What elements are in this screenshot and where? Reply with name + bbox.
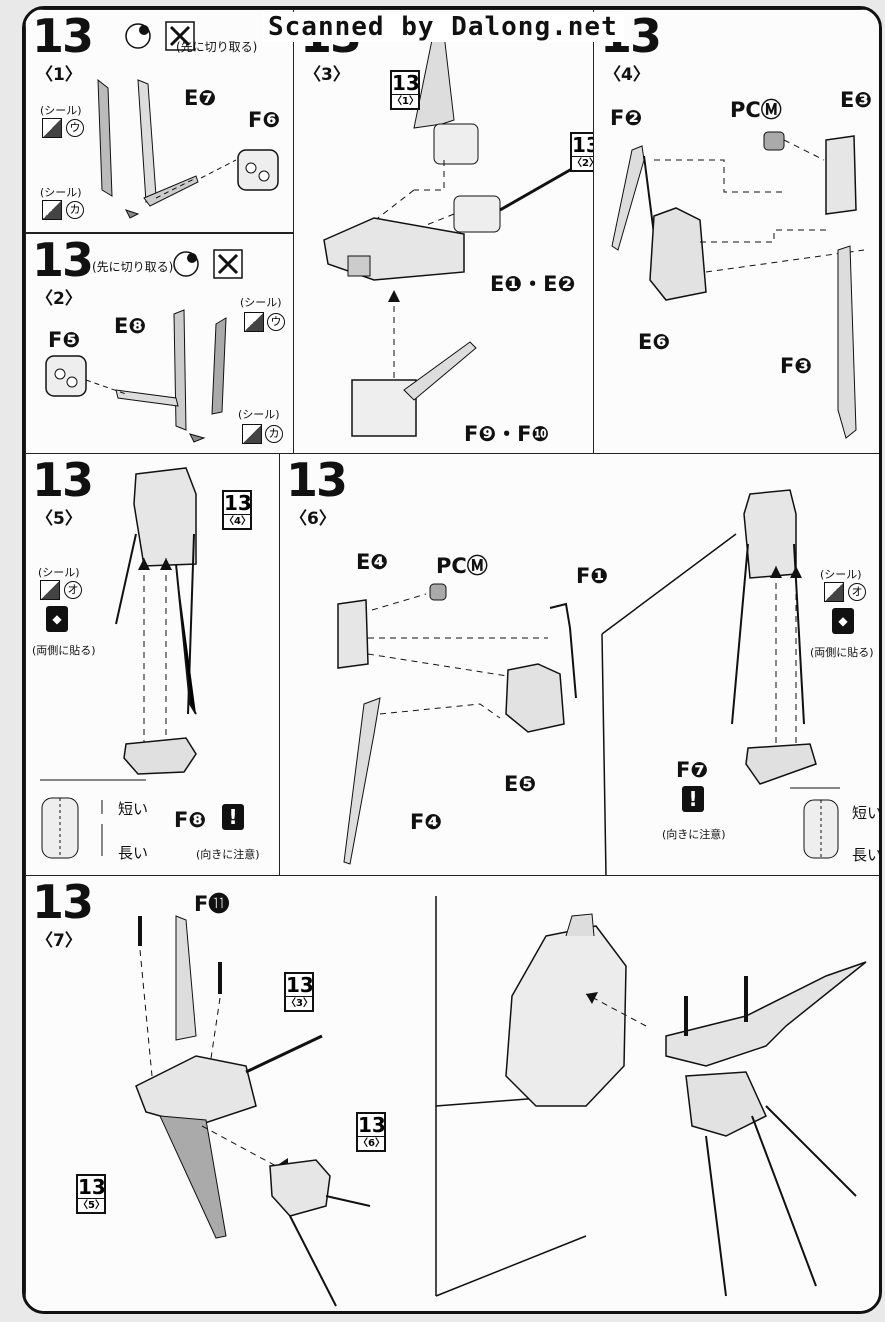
sticker-icon	[40, 580, 60, 600]
part-label-f5: F❺	[48, 328, 81, 352]
step-ref-13-2: 13〈2〉	[570, 132, 594, 172]
long-label: 長い	[118, 844, 149, 862]
apply-both-sides-note: (両側に貼る)	[32, 644, 96, 657]
step-ref-13-5: 13〈5〉	[76, 1174, 106, 1214]
step-13-7-panel: 13 〈7〉	[25, 875, 879, 1311]
short-label: 短い	[118, 800, 149, 818]
orientation-caution-note: (向きに注意)	[662, 828, 726, 841]
step-13-6-illustration	[337, 489, 840, 876]
substep-label: 〈3〉	[304, 65, 350, 85]
sticker-icon	[42, 118, 62, 138]
part-label-f7: F❼	[676, 758, 709, 782]
step-13-3-panel: 13 〈3〉 13〈1〉 13〈2〉	[293, 9, 595, 455]
seal-label-2: (シール)	[238, 408, 280, 421]
step-13-4-illustration	[611, 131, 865, 439]
part-label-f1: F❶	[576, 564, 609, 588]
part-label-e5: E❺	[504, 772, 537, 796]
step-number: 13	[32, 453, 94, 507]
part-label-e4: E❹	[356, 550, 389, 574]
part-label-e8: E❽	[114, 314, 147, 338]
cut-first-note: (先に切り取る)	[176, 40, 258, 54]
step-13-1-panel: 13 〈1〉 (先に切り取る) E❼ F❻ (シール)	[25, 9, 295, 233]
both-sides-icon: ◆	[46, 606, 68, 632]
step-13-2-illustration	[45, 249, 243, 443]
seal-label: (シール)	[38, 566, 80, 579]
substep-label: 〈1〉	[36, 65, 82, 85]
step-13-5-panel: 13 〈5〉 13〈4〉 (シール) オ	[25, 453, 281, 877]
step-13-3-illustration	[323, 29, 585, 437]
short-label: 短い	[852, 804, 882, 822]
substep-label: 〈2〉	[36, 289, 82, 309]
seal-label-1: (シール)	[240, 296, 282, 309]
step-number: 13	[32, 9, 94, 63]
orientation-caution-note: (向きに注意)	[196, 848, 260, 861]
step-13-7-illustration	[135, 896, 867, 1307]
part-label-f2: F❷	[610, 106, 643, 130]
step-number: 13	[32, 875, 94, 929]
part-label-f6: F❻	[248, 108, 281, 132]
sticker-code-ka: カ	[265, 425, 283, 443]
step-ref-13-1: 13〈1〉	[390, 70, 420, 110]
step-number: 13	[32, 233, 94, 287]
substep-label: 〈6〉	[290, 509, 336, 529]
part-label-f11: F⓫	[194, 892, 230, 916]
sticker-icon	[824, 582, 844, 602]
cut-first-note: (先に切り取る)	[92, 260, 174, 274]
part-label-pc-m: PCⓂ	[436, 554, 488, 578]
part-label-e7: E❼	[184, 86, 217, 110]
sticker-code-o: オ	[64, 581, 82, 599]
apply-both-sides-note: (両側に貼る)	[810, 646, 874, 659]
part-label-f4: F❹	[410, 810, 443, 834]
part-label-e1-e2: E❶・E❷	[490, 272, 576, 296]
caution-icon: !	[682, 786, 704, 812]
sticker-code-ka: カ	[66, 201, 84, 219]
step-number: 13	[286, 453, 348, 507]
part-label-pc-m: PCⓂ	[730, 98, 782, 122]
watermark: Scanned by Dalong.net	[262, 12, 624, 42]
substep-label: 〈7〉	[36, 931, 82, 951]
step-13-2-panel: 13 〈2〉 (先に切り取る) E❽ F❺ (シール) ウ	[25, 233, 295, 455]
part-label-e6: E❻	[638, 330, 671, 354]
page-frame: 13 〈1〉 (先に切り取る) E❼ F❻ (シール)	[22, 6, 882, 1314]
sticker-code-u: ウ	[267, 313, 285, 331]
part-label-e3: E❸	[840, 88, 873, 112]
sticker-code-u: ウ	[66, 119, 84, 137]
caution-icon: !	[222, 804, 244, 830]
step-13-5-illustration	[40, 467, 197, 859]
both-sides-icon: ◆	[832, 608, 854, 634]
seal-label: (シール)	[820, 568, 862, 581]
long-label: 長い	[852, 846, 882, 864]
substep-label: 〈5〉	[36, 509, 82, 529]
step-13-6-panel: 13 〈6〉	[279, 453, 882, 877]
seal-label-1: (シール)	[40, 104, 82, 117]
step-ref-13-3: 13〈3〉	[284, 972, 314, 1012]
sticker-icon	[242, 424, 262, 444]
step-ref-13-4: 13〈4〉	[222, 490, 252, 530]
seal-label-2: (シール)	[40, 186, 82, 199]
sticker-code-o: オ	[848, 583, 866, 601]
sticker-icon	[42, 200, 62, 220]
step-ref-13-6: 13〈6〉	[356, 1112, 386, 1152]
sticker-icon	[244, 312, 264, 332]
part-label-f8: F❽	[174, 808, 207, 832]
part-label-f9-f10: F❾・F❿	[464, 422, 550, 446]
step-13-1-illustration	[97, 21, 279, 219]
part-label-f3: F❸	[780, 354, 813, 378]
substep-label: 〈4〉	[604, 65, 650, 85]
step-13-4-panel: 13 〈4〉 F❷ PCⓂ E❸ E❻ F❸	[593, 9, 879, 455]
